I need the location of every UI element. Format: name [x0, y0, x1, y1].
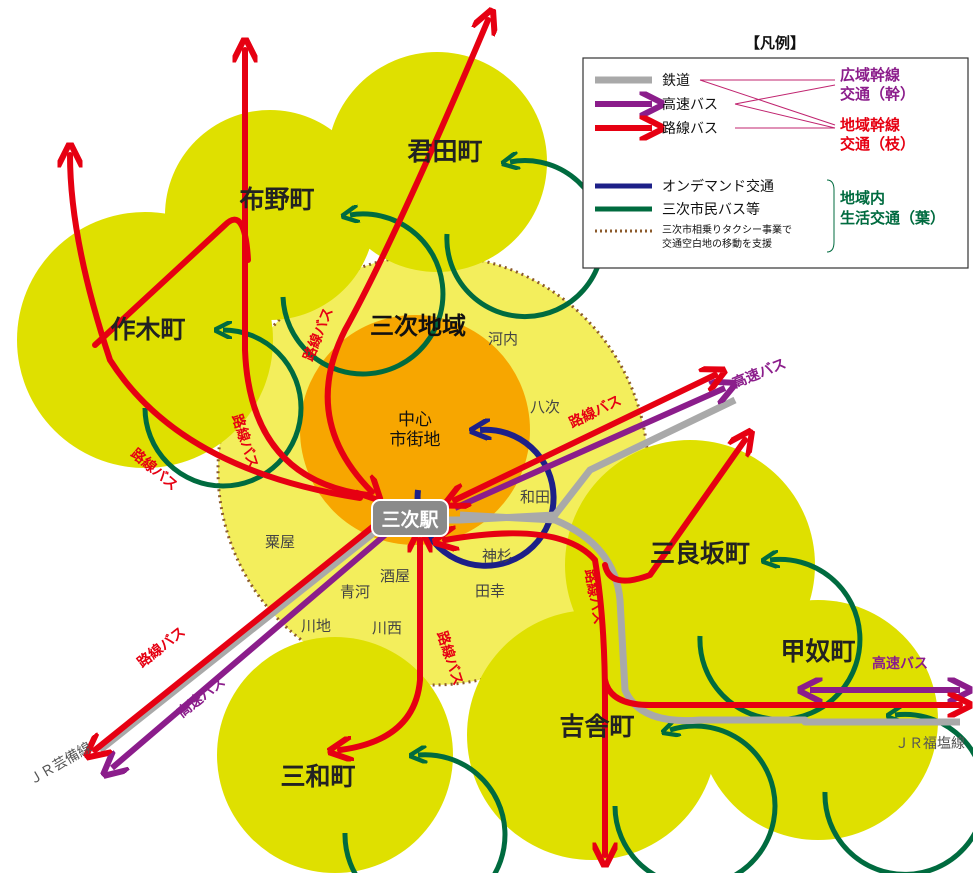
route-bus-ne [455, 375, 715, 500]
district-kawachi: 川地 [301, 617, 331, 635]
legend-cat-trunk-2: 交通（幹） [840, 85, 915, 103]
route-bus-sakugi [70, 155, 363, 501]
kisa-loop [612, 726, 778, 873]
route-bus-kounu [602, 677, 960, 705]
legend-cat-leaf-2: 生活交通（葉） [840, 209, 945, 227]
sakugi-label[interactable]: 作木町 [110, 315, 185, 344]
legend-leaf-bracket [826, 179, 835, 253]
legend-route: 路線バス [662, 121, 718, 137]
highway-label-ne: 高速バス [730, 355, 788, 392]
legend-citybus: 三次市民バス等 [662, 201, 760, 218]
legend-cat-branch-2: 交通（枝） [840, 135, 915, 153]
legend-taxi-2: 交通空白地の移動を支援 [662, 237, 772, 250]
miwa-label[interactable]: 三和町 [280, 762, 355, 791]
kimita-label[interactable]: 君田町 [407, 137, 482, 166]
highway-label-east: 高速バス [872, 655, 928, 672]
district-tako: 田幸 [475, 582, 505, 600]
route-bus-miwa [340, 540, 420, 750]
route-bus-kisa [445, 533, 605, 855]
legend-highway: 高速バス [662, 96, 718, 113]
station-label[interactable]: 三次駅 [381, 508, 439, 531]
kounu-label[interactable]: 甲奴町 [780, 637, 855, 666]
sakugi-loop [142, 330, 304, 489]
legend-taxi-1: 三次市相乗りタクシー事業で [662, 223, 792, 236]
legend-cat-trunk-1: 広域幹線 [840, 66, 900, 84]
station-box [371, 499, 449, 537]
route-bus-kimita [324, 20, 488, 492]
mirasaka-label[interactable]: 三良坂町 [650, 539, 750, 568]
district-yatsugi: 八次 [530, 398, 560, 416]
jr-fukuen-label: ＪＲ福塩線 [895, 736, 965, 752]
district-wada: 和田 [520, 488, 550, 506]
route-bus-lines [70, 20, 960, 855]
sakugi-circle [17, 212, 273, 468]
legend-ondemand: オンデマンド交通 [662, 178, 774, 195]
funo-label[interactable]: 布野町 [239, 185, 314, 214]
route-bus-mirasaka [602, 440, 745, 584]
route-bus-sakugi-funo [92, 216, 251, 348]
district-sakaya: 酒屋 [380, 567, 410, 585]
district-aokawa: 青河 [340, 583, 370, 601]
route-label-sw: 路線バス [134, 623, 189, 671]
legend-cat-leaf-1: 地域内 [840, 189, 885, 207]
legend-connectors [699, 79, 836, 129]
district-kawanishi: 川西 [372, 619, 402, 637]
district-kamisugi: 神杉 [482, 547, 512, 565]
miyoshi-area-label[interactable]: 三次地域 [370, 312, 466, 340]
kisa-label[interactable]: 吉舎町 [559, 712, 634, 741]
kounu-loop [822, 714, 973, 873]
legend-rail: 鉄道 [662, 73, 690, 89]
district-kouchi: 河内 [488, 330, 518, 348]
district-awaya: 粟屋 [265, 533, 295, 551]
legend-cat-branch-1: 地域幹線 [840, 116, 900, 134]
legend: 【凡例】 鉄道 高速バス 路線バス 広域幹線 交通（幹） 地域幹線 交通（枝） … [582, 34, 969, 269]
jr-geibi-label: ＪＲ芸備線 [26, 740, 95, 789]
route-bus-funo [245, 50, 371, 498]
center-label-2: 市街地 [390, 430, 441, 450]
center-label-1: 中心 [398, 410, 432, 430]
legend-title: 【凡例】 [745, 34, 805, 52]
